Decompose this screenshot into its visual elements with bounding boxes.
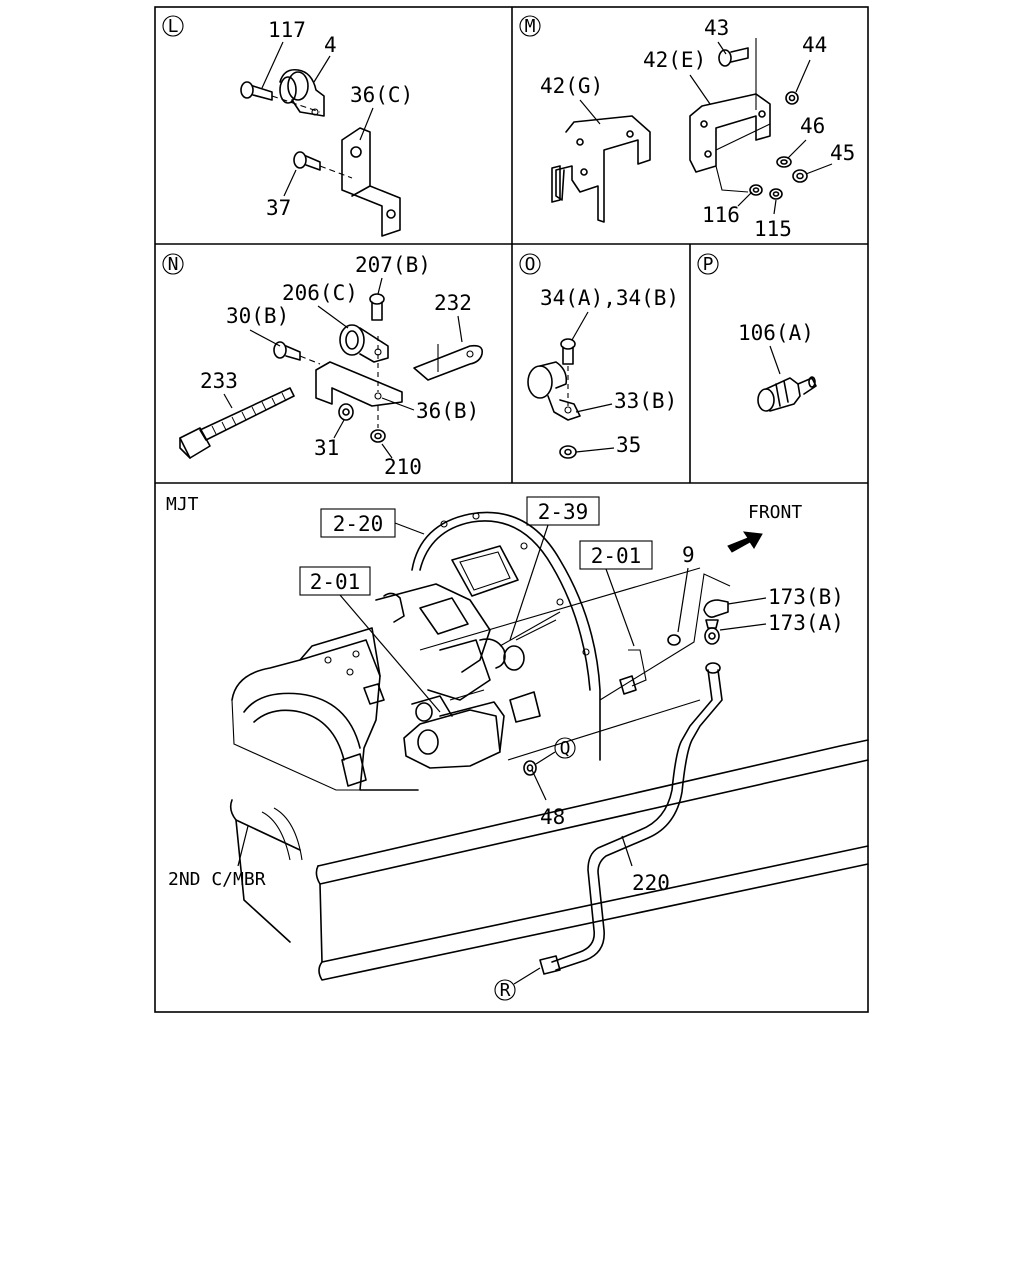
front-arrow-icon: [727, 531, 763, 553]
clamp-4-part: [279, 68, 325, 117]
nut-210-part: [370, 429, 386, 443]
bracket-42e-part: [689, 38, 771, 193]
label-232: 232: [434, 291, 472, 315]
nut-115-part: [769, 188, 783, 200]
gearbox-upper: [375, 583, 561, 701]
panel-m: M 43 44 42(E) 42(G) 46 45 116 115: [519, 15, 855, 241]
clamp-33b-part: [527, 361, 581, 421]
bracket-36c-part: [341, 127, 401, 237]
bolt-207b-part: [369, 293, 385, 321]
ref-box-2-01-right: 2-01: [579, 540, 653, 647]
label-44: 44: [802, 33, 827, 57]
nut-45-part: [792, 169, 808, 183]
label-4: 4: [324, 33, 337, 57]
label-30b: 30(B): [226, 304, 289, 328]
panel-n: N 207(B) 206(C) 232 30(B) 233 36(B) 31 2…: [162, 253, 484, 479]
label-206c: 206(C): [282, 281, 358, 305]
label-117: 117: [268, 18, 306, 42]
marker-q: Q: [535, 737, 576, 765]
bolt-34-part: [560, 338, 576, 406]
label-43: 43: [704, 16, 729, 40]
nut-35-part: [559, 445, 577, 459]
label-233: 233: [200, 369, 238, 393]
label-173b: 173(B): [768, 585, 844, 609]
ref-2-20-text: 2-20: [333, 512, 384, 536]
chassis-frame-rail: [229, 739, 869, 981]
marker-r: R: [494, 967, 541, 1001]
marker-q-text: Q: [560, 738, 571, 759]
label-2nd-cmbr: 2ND C/MBR: [168, 869, 266, 890]
label-207b: 207(B): [355, 253, 431, 277]
bolt-30b-part: [273, 341, 321, 365]
panel-o-marker: O: [525, 254, 536, 275]
label-45: 45: [830, 141, 855, 165]
panel-p: P 106(A): [697, 253, 817, 412]
plate-232-part: [413, 344, 484, 381]
label-33b: 33(B): [614, 389, 677, 413]
label-173a: 173(A): [768, 611, 844, 635]
nut-44-part: [785, 91, 799, 105]
panel-p-marker: P: [703, 254, 714, 275]
ref-box-2-20: 2-20: [320, 508, 425, 538]
panel-m-marker: M: [525, 16, 536, 37]
label-210: 210: [384, 455, 422, 479]
fitting-173b-part: [703, 599, 729, 618]
panel-frames: [154, 6, 869, 1013]
connector-106a-part: [757, 376, 817, 412]
label-34ab: 34(A),34(B): [540, 286, 679, 310]
label-37: 37: [266, 196, 291, 220]
panel-o: O 34(A),34(B) 33(B) 35: [519, 253, 679, 459]
ref-2-39-text: 2-39: [538, 500, 589, 524]
front-label: FRONT: [748, 502, 802, 523]
label-36c: 36(C): [350, 83, 413, 107]
mjt-title: MJT: [166, 494, 199, 515]
fitting-173a-part: [704, 619, 720, 645]
label-9: 9: [682, 543, 695, 567]
panel-n-marker: N: [168, 254, 179, 275]
nut-31-part: [338, 403, 354, 421]
transmission-housing: [411, 511, 601, 761]
panel-l-marker: L: [168, 16, 179, 37]
starter-motor: [403, 689, 541, 769]
label-35: 35: [616, 433, 641, 457]
marker-r-text: R: [500, 980, 511, 1001]
ref-box-2-01-left: 2-01: [299, 566, 441, 713]
label-115: 115: [754, 217, 792, 241]
engine-block: [231, 627, 419, 791]
bolt-43-part: [718, 47, 749, 67]
label-42e: 42(E): [643, 48, 706, 72]
label-220: 220: [632, 871, 670, 895]
ref-2-01-left-text: 2-01: [310, 570, 361, 594]
ref-2-01-right-text: 2-01: [591, 544, 642, 568]
panel-mjt: MJT FRONT 2-20 2-39 2-01 2-01 9 173(B): [166, 494, 869, 1001]
ref-box-2-39: 2-39: [509, 496, 600, 641]
label-42g: 42(G): [540, 74, 603, 98]
cable-tie-233-part: [179, 387, 295, 459]
bolt-37-part: [293, 151, 353, 179]
bolt-117-part: [240, 81, 321, 113]
label-31: 31: [314, 436, 339, 460]
bracket-42g-part: [551, 115, 651, 223]
bracket-36b-part: [315, 336, 403, 428]
panel-l: L 117 4 36(C) 37: [162, 15, 413, 237]
clamp-206c-part: [339, 324, 389, 363]
hose-220-part: [539, 662, 723, 975]
washer-48-part: [523, 760, 537, 776]
label-106a: 106(A): [738, 321, 814, 345]
washer-46-part: [776, 156, 792, 168]
mounting-bracket-part: [419, 567, 731, 761]
label-48: 48: [540, 805, 565, 829]
label-116: 116: [702, 203, 740, 227]
nut-116-part: [749, 184, 763, 196]
label-46: 46: [800, 114, 825, 138]
label-36b: 36(B): [416, 399, 479, 423]
